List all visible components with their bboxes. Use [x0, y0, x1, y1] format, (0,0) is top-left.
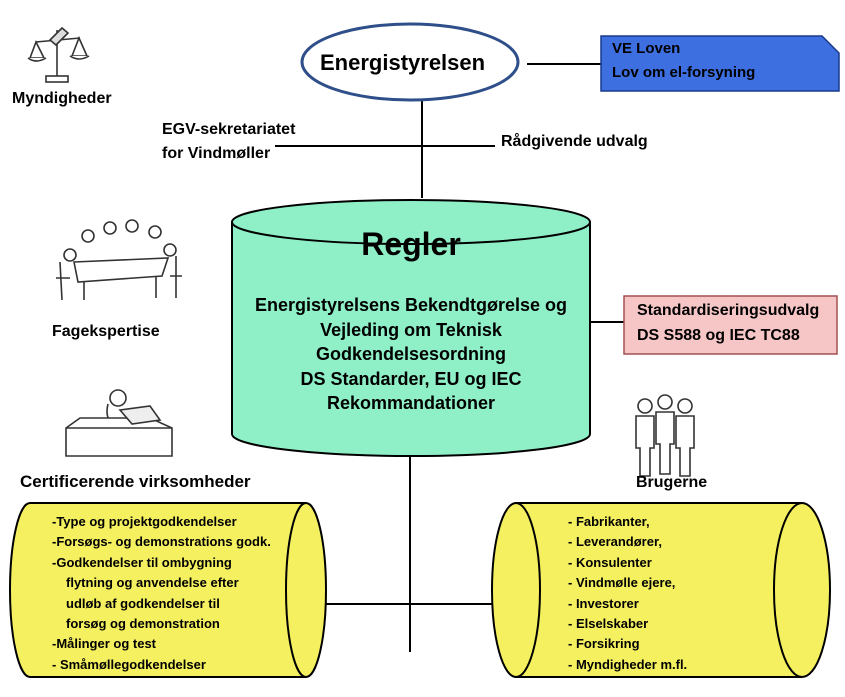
energistyrelsen-label: Energistyrelsen — [320, 50, 486, 75]
list-item: -Forsøgs- og demonstrations godk. — [52, 534, 271, 550]
list-item: - Investorer — [568, 595, 639, 611]
energistyrelsen-ellipse — [300, 22, 520, 102]
certifiers-title: Certificerende virksomheder — [20, 472, 251, 491]
list-item: - Myndigheder m.fl. — [568, 656, 688, 672]
list-item: forsøg og demonstration — [66, 616, 220, 632]
list-item: - Småmøllegodkendelser — [52, 656, 206, 672]
list-item: - Leverandører, — [568, 534, 662, 550]
users-scroll — [491, 502, 831, 678]
regler-line: Godkendelsesordning — [315, 344, 507, 364]
regler-line: Energistyrelsens Bekendtgørelse og — [254, 295, 568, 315]
regler-body: Energistyrelsens Bekendtgørelse og Vejle… — [232, 293, 590, 416]
list-item: -Målinger og test — [52, 636, 157, 652]
list-item: -Godkendelser til ombygning — [52, 554, 232, 570]
law-1: VE Loven — [612, 40, 681, 57]
regler-line: DS Standarder, EU og IEC — [300, 368, 522, 389]
list-item: - Vindmølle ejere, — [568, 575, 676, 591]
regler-line: Rekommandationer — [326, 393, 496, 413]
list-item: - Forsikring — [568, 636, 640, 652]
certifiers-list: -Type og projektgodkendelser -Forsøgs- o… — [52, 512, 271, 675]
list-item: flytning og anvendelse efter — [66, 575, 239, 591]
desk-worker-icon — [65, 389, 173, 457]
list-item: - Konsulenter — [568, 554, 652, 570]
scales-icon — [27, 26, 90, 83]
secretariat-line-2: for Vindmøller — [162, 145, 271, 162]
standards-text: Standardiseringsudvalg DS S588 og IEC TC… — [623, 296, 837, 354]
laws-box — [600, 35, 840, 92]
list-item: -Type og projektgodkendelser — [52, 514, 237, 529]
people-icon — [635, 394, 695, 477]
fagekspertise-label: Fagekspertise — [52, 323, 160, 340]
law-2: Lov om el-forsyning — [612, 64, 756, 81]
regler-title: Regler — [361, 226, 461, 262]
myndigheder-label: Myndigheder — [12, 90, 112, 107]
certifiers-scroll — [9, 502, 327, 678]
standards-line-2: DS S588 og IEC TC88 — [637, 327, 800, 344]
regler-cylinder — [231, 199, 591, 457]
meeting-icon — [56, 219, 182, 301]
standards-line-1: Standardiseringsudvalg — [637, 302, 820, 319]
advisory-label: Rådgivende udvalg — [501, 133, 648, 150]
users-list: - Fabrikanter, - Leverandører, - Konsule… — [568, 512, 687, 675]
list-item: - Fabrikanter, — [568, 514, 650, 529]
users-title: Brugerne — [636, 474, 708, 491]
secretariat-line-1: EGV-sekretariatet — [162, 121, 296, 138]
list-item: - Elselskaber — [568, 616, 649, 632]
regler-line: Vejleding om Teknisk — [320, 319, 502, 340]
standards-box — [623, 295, 838, 355]
laws-text: VE Loven Lov om el-forsyning — [601, 36, 839, 91]
list-item: udløb af godkendelser til — [66, 595, 220, 611]
